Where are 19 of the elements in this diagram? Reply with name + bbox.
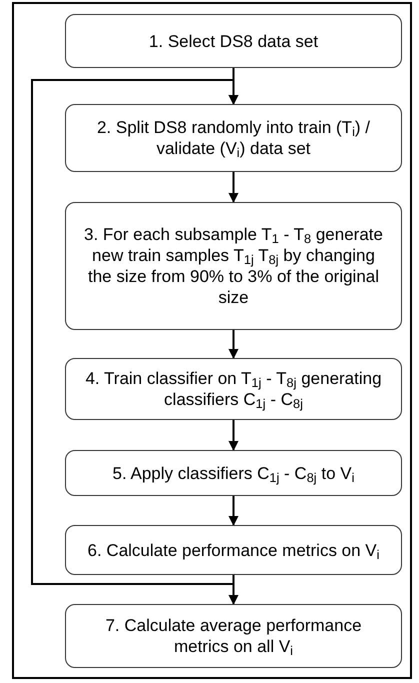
- step-text: 1. Select DS8 data set: [148, 30, 318, 52]
- arrow: [228, 172, 238, 203]
- step-text: 4. Train classifier on T$_{1j}$ - T$_{8j}$ generating classifiers C$_{1j}$ - C$_{8j}$: [84, 368, 383, 410]
- process-box: [65, 604, 402, 668]
- arrow: [31, 79, 238, 585]
- process-box: [65, 358, 402, 420]
- step-text: 7. Calculate average performance metrics on all V$_{i}$: [104, 615, 363, 657]
- step-text: 6. Calculate performance metrics on V$_{i}$: [88, 540, 380, 560]
- process-box: [65, 450, 402, 496]
- process-box: [65, 525, 402, 575]
- step-text: 3. For each subsample T$_{1}$ - T$_{8}$ generate new train samples T$_{1j}$ T$_{8j}$ by changing the size from 90% to 3% of the original size: [83, 224, 384, 308]
- process-box: [65, 14, 402, 68]
- step-text: 5. Apply classifiers C$_{1j}$ - C$_{8j}$ to V$_{i}$: [112, 462, 354, 484]
- process-box: [65, 104, 402, 172]
- process-box: [65, 202, 402, 330]
- arrow: [228, 420, 238, 451]
- arrow: [228, 330, 238, 359]
- arrow: [228, 496, 238, 526]
- step-text: 2. Split DS8 randomly into train (T$_{i}$) / validate (V$_{i}$) data set: [96, 117, 372, 159]
